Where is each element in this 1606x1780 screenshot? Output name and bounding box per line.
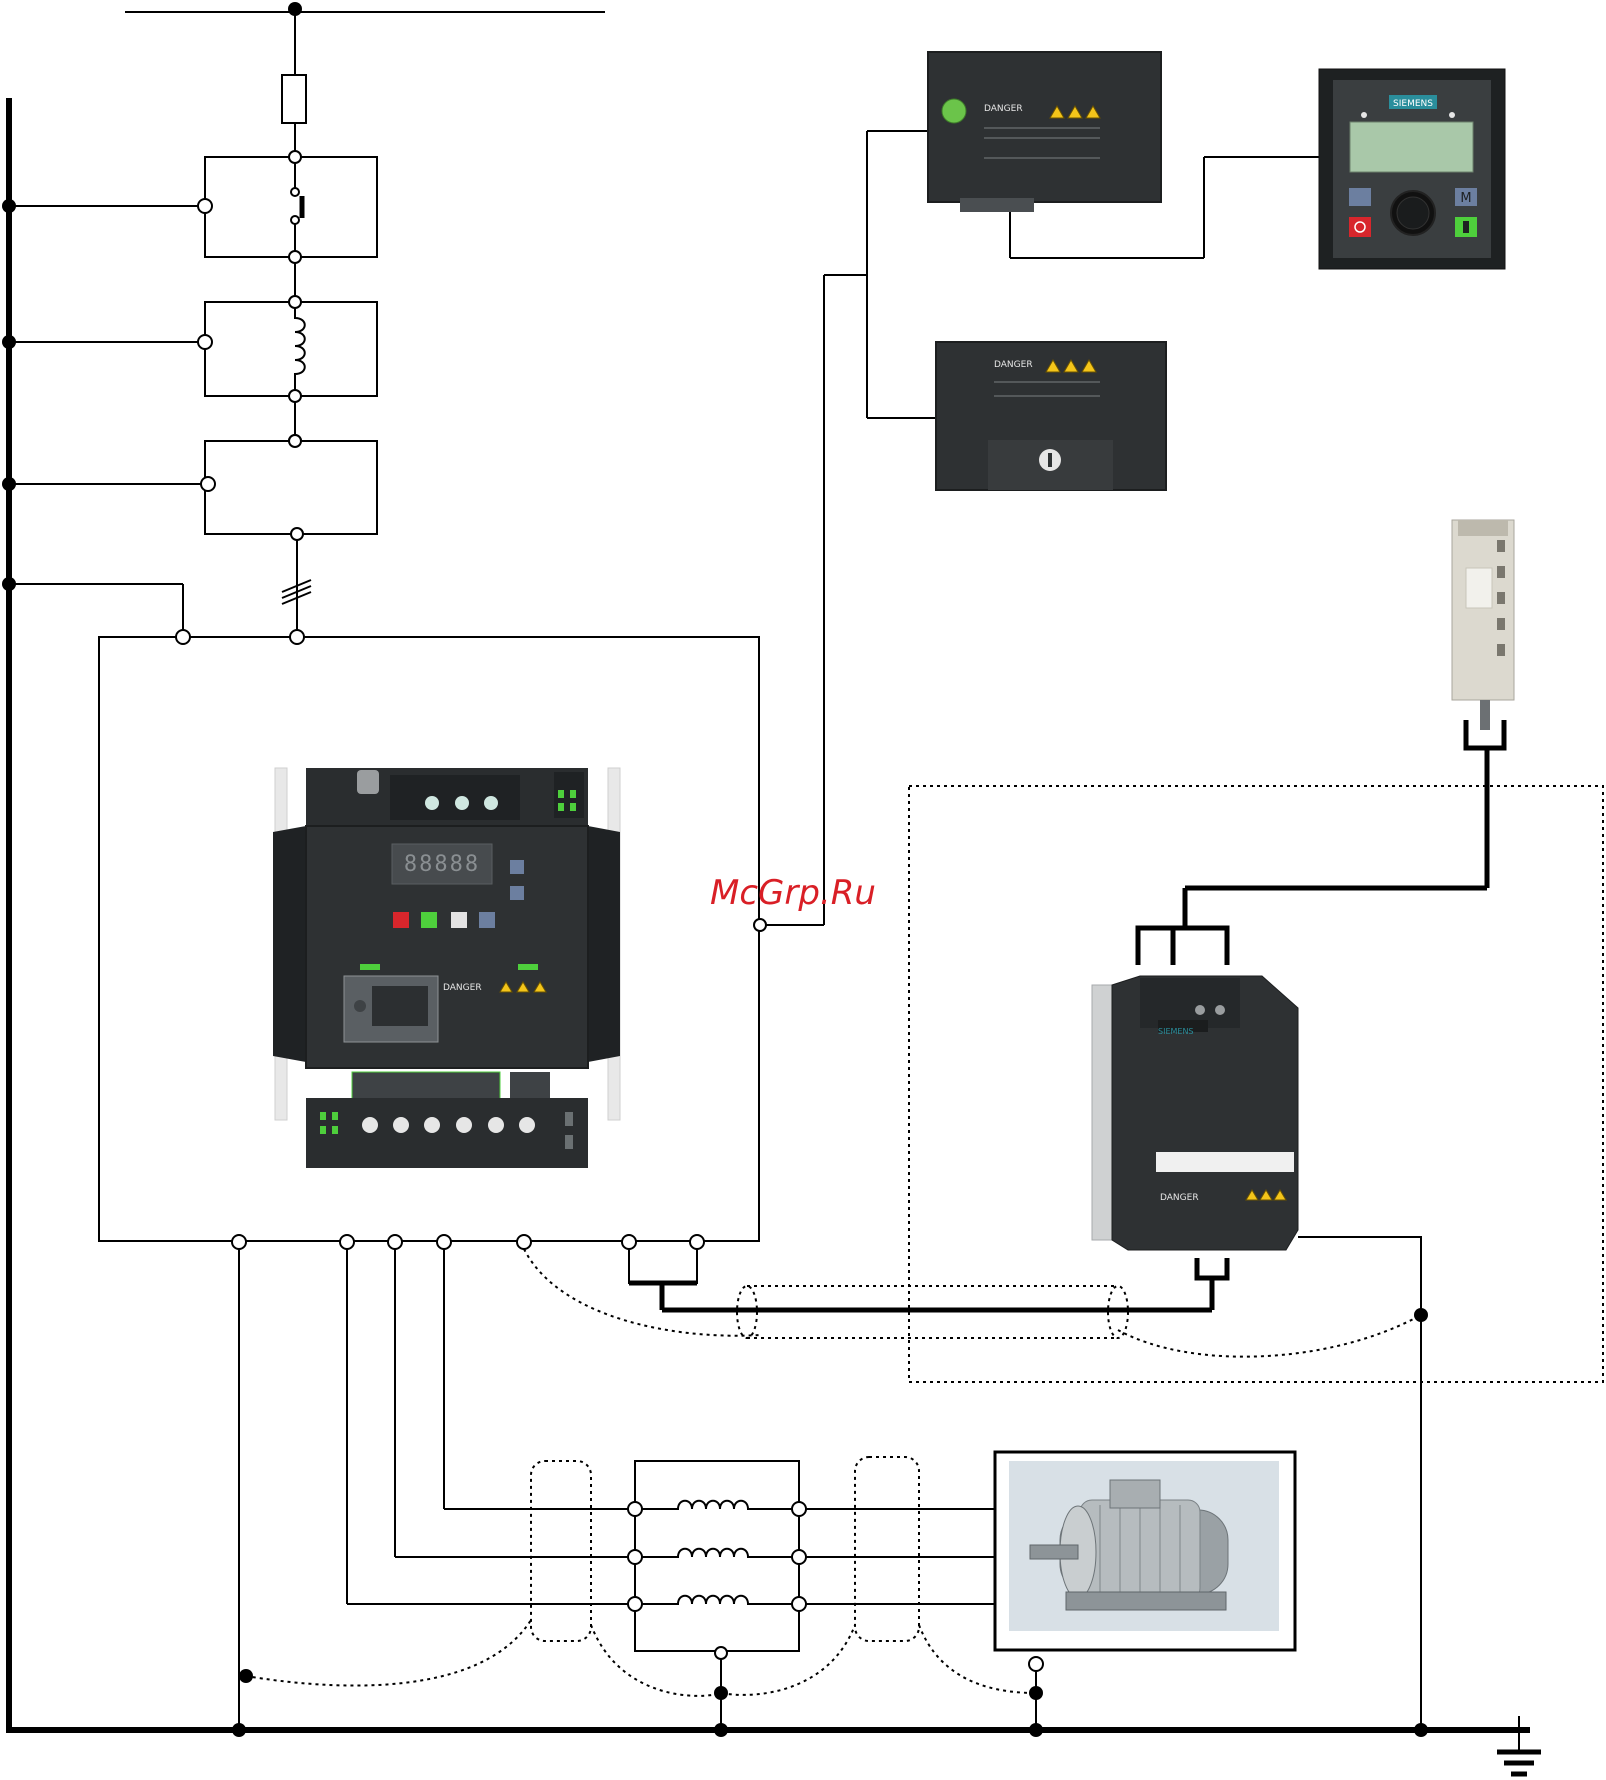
dc-shield-right	[1118, 1315, 1421, 1357]
line-filter	[9, 402, 377, 631]
warning-icon	[500, 982, 546, 992]
dc-link-cable	[629, 1249, 1227, 1338]
comms-wiring	[766, 131, 1319, 925]
bop-interface-module: DANGER	[928, 52, 1161, 212]
dc-shield-left	[524, 1249, 760, 1336]
braking-danger-label: DANGER	[1160, 1193, 1199, 1203]
braking-pe-wire	[1298, 1237, 1421, 1730]
warning-icon	[1046, 360, 1096, 372]
inductor-icon	[642, 1501, 792, 1604]
inverter-device: 88888 DANGER	[273, 768, 620, 1168]
start-button	[421, 912, 437, 928]
braking-module-terminals	[1138, 928, 1227, 965]
watermark: McGrp.Ru	[710, 873, 876, 913]
ground-icon	[1497, 1716, 1541, 1774]
fuse-icon	[282, 75, 306, 123]
operator-panel: SIEMENS M	[1319, 69, 1505, 269]
panel-menu-key: M	[1460, 191, 1471, 206]
panel-lcd	[1350, 122, 1473, 172]
cover-danger-label: DANGER	[994, 360, 1033, 370]
mains-supply	[125, 2, 605, 157]
status-led	[942, 99, 966, 123]
braking-brand: SIEMENS	[1158, 1027, 1194, 1036]
cable-shields	[239, 1457, 1043, 1700]
stop-button	[393, 912, 409, 928]
braking-module: SIEMENS DANGER	[1092, 976, 1298, 1250]
line-reactor	[9, 263, 377, 402]
contactor	[9, 151, 377, 263]
bop-danger-label: DANGER	[984, 104, 1023, 114]
blank-cover: DANGER	[936, 342, 1166, 490]
braking-resistor	[1452, 520, 1514, 730]
panel-brand: SIEMENS	[1393, 99, 1433, 109]
output-wiring	[239, 1249, 995, 1730]
warning-icon	[1050, 106, 1100, 118]
inverter-danger-label: DANGER	[443, 983, 482, 993]
warning-icon	[1246, 1190, 1286, 1200]
inverter-display: 88888	[404, 852, 480, 877]
